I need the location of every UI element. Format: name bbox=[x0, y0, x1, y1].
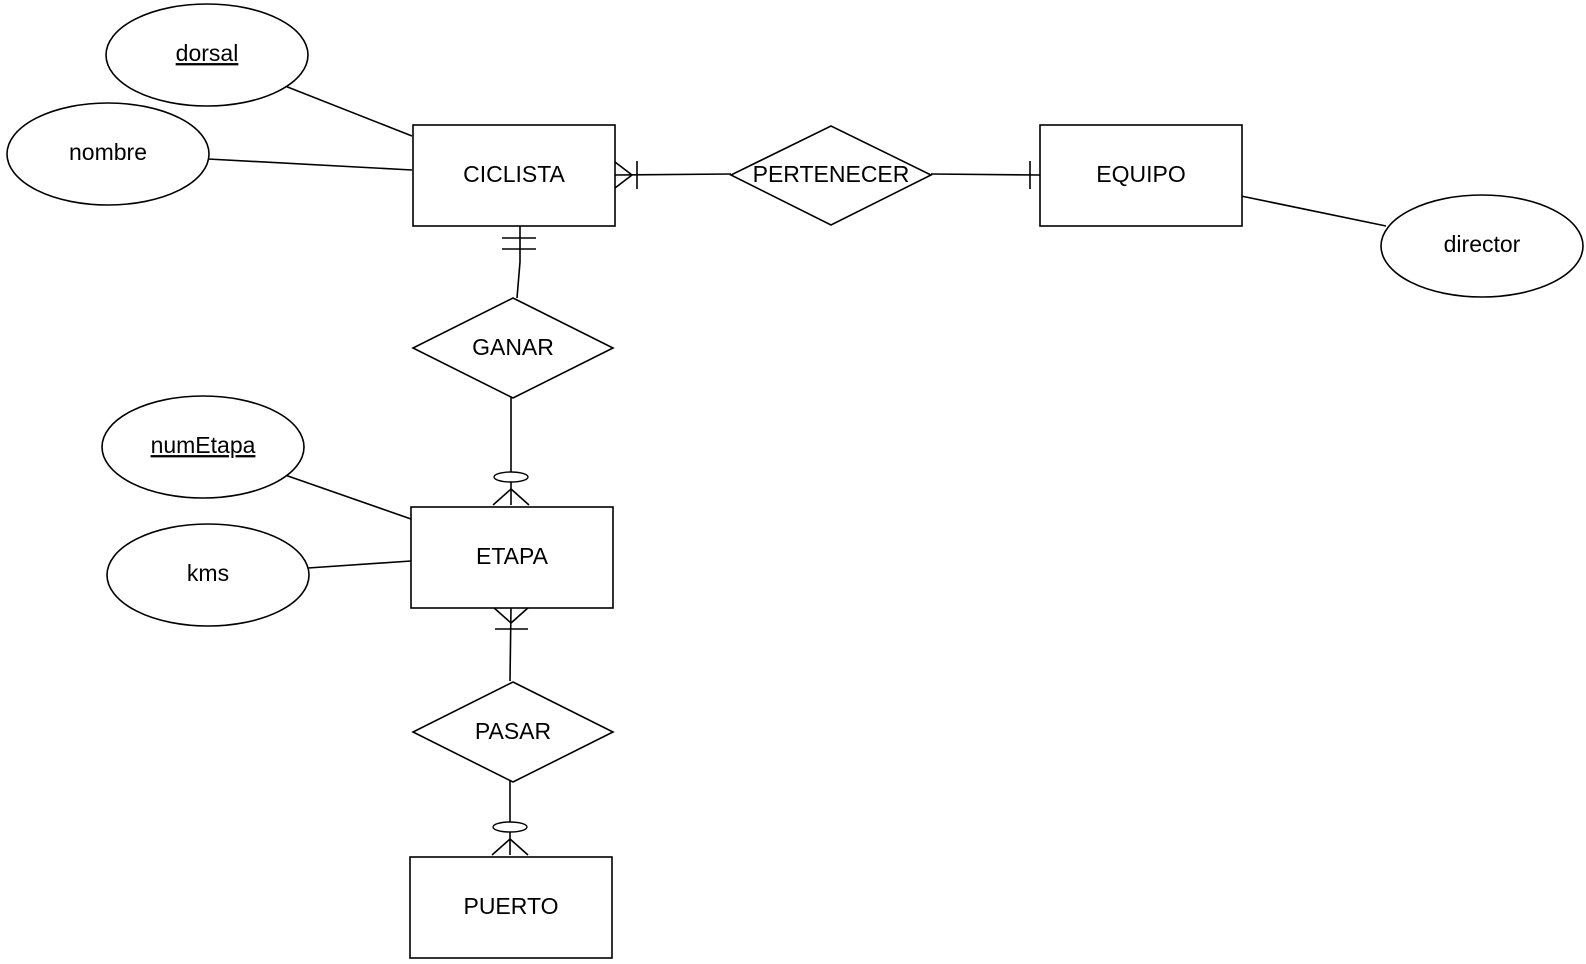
entity-etapa: ETAPA bbox=[410, 506, 614, 609]
relationship-ganar-label: GANAR bbox=[472, 334, 554, 360]
connector-pertenecer-equipo bbox=[930, 173, 1041, 176]
connector-numetapa-etapa bbox=[284, 474, 412, 520]
cardinality-ciclista-exactly-one bbox=[502, 237, 536, 250]
attribute-dorsal-label: dorsal bbox=[176, 40, 239, 66]
relationship-pertenecer-label: PERTENECER bbox=[753, 161, 910, 187]
connector-etapa-pasar bbox=[509, 606, 512, 682]
entity-puerto: PUERTO bbox=[409, 856, 613, 959]
entity-ciclista-label: CICLISTA bbox=[463, 161, 565, 187]
entity-equipo: EQUIPO bbox=[1039, 124, 1243, 227]
attribute-dorsal: dorsal bbox=[105, 3, 309, 107]
attribute-numetapa: numEtapa bbox=[101, 395, 305, 499]
relationship-pasar-label: PASAR bbox=[475, 718, 551, 744]
attribute-nombre: nombre bbox=[6, 102, 210, 206]
connector-equipo-director bbox=[1240, 195, 1387, 227]
entity-ciclista: CICLISTA bbox=[412, 124, 616, 227]
relationship-pertenecer: PERTENECER bbox=[729, 125, 933, 226]
cardinality-ciclista-one-or-many bbox=[614, 161, 638, 189]
cardinality-etapa-one-or-many bbox=[492, 606, 530, 630]
attribute-director-label: director bbox=[1444, 231, 1521, 257]
entity-etapa-label: ETAPA bbox=[476, 543, 549, 569]
attribute-nombre-label: nombre bbox=[69, 139, 147, 165]
attribute-numetapa-label: numEtapa bbox=[151, 432, 256, 458]
cardinality-etapa-zero-or-many bbox=[492, 471, 530, 506]
connector-kms-etapa bbox=[307, 560, 412, 569]
connector-ciclista-ganar bbox=[516, 226, 521, 299]
attribute-kms-label: kms bbox=[187, 560, 229, 586]
connector-ciclista-pertenecer bbox=[614, 173, 732, 176]
attribute-director: director bbox=[1380, 194, 1584, 298]
connector-nombre-ciclista bbox=[207, 158, 413, 171]
cardinality-puerto-zero-or-many bbox=[491, 821, 529, 856]
entity-equipo-label: EQUIPO bbox=[1096, 161, 1185, 187]
attribute-kms: kms bbox=[106, 523, 310, 627]
entity-puerto-label: PUERTO bbox=[463, 893, 558, 919]
connector-dorsal-ciclista bbox=[284, 85, 413, 137]
relationship-ganar: GANAR bbox=[411, 297, 615, 399]
relationship-pasar: PASAR bbox=[411, 681, 615, 783]
